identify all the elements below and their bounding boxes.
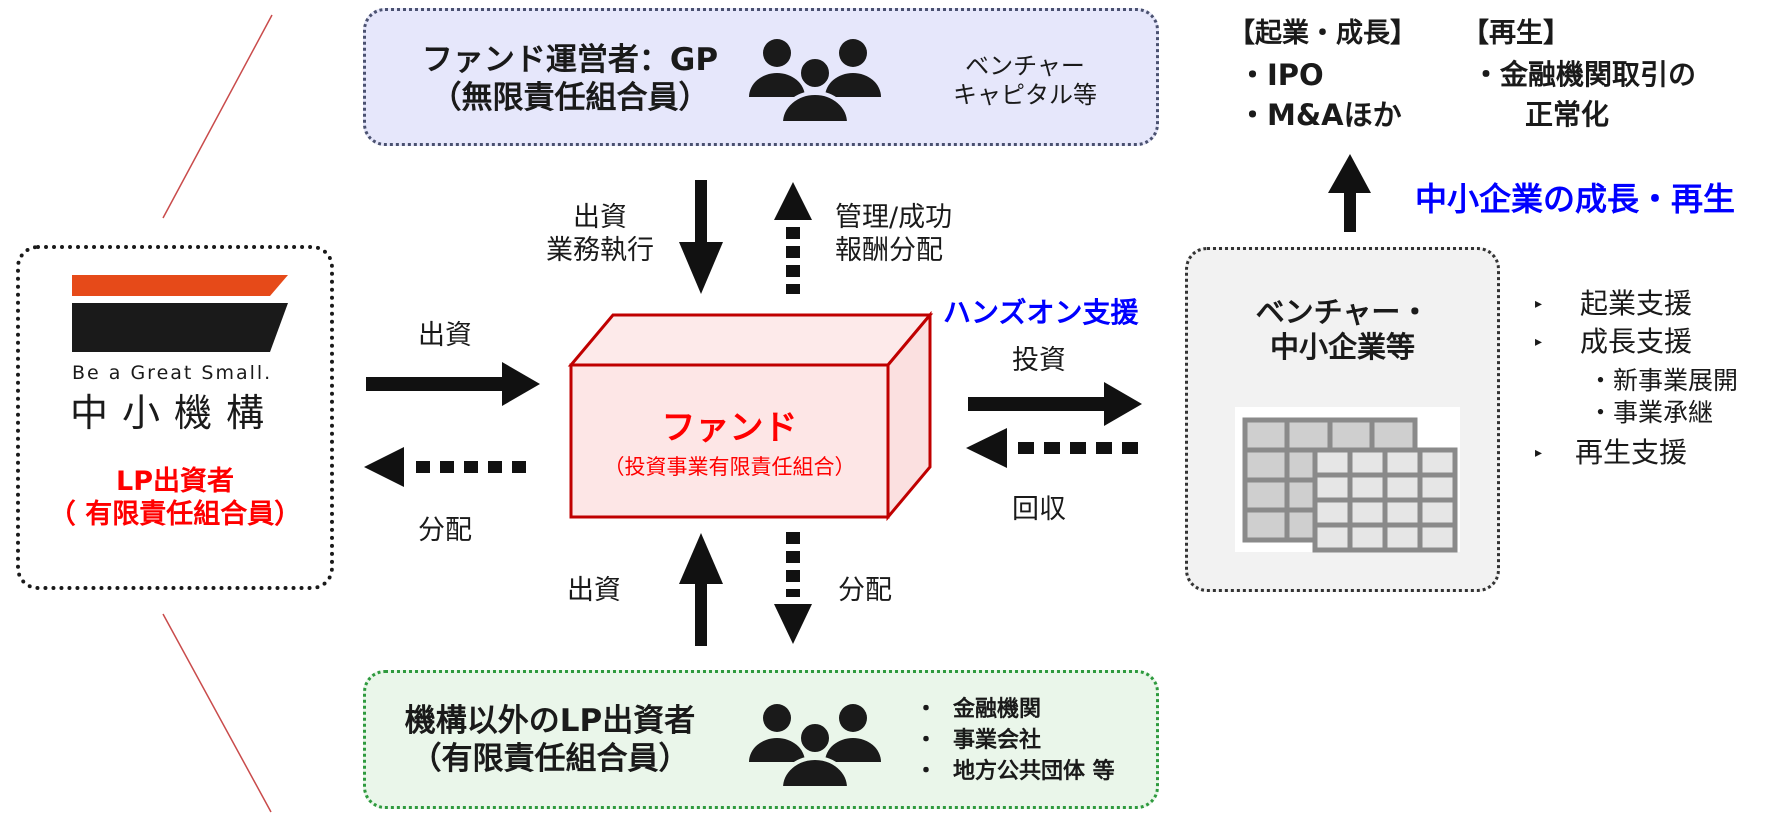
label-hands-on: ハンズオン支援 [943,296,1139,329]
lp-other-title-line2: （有限責任組合員） [410,740,690,777]
lp-other-title: 機構以外のLP出資者 （有限責任組合員） [380,703,720,779]
outcome-startup-header: 【起業・成長】 [1228,18,1417,49]
label-fund-to-lp: 分配 [838,575,892,606]
support-bullet: ▸ [1535,296,1543,312]
label-fund-to-venture: 投資 [1012,345,1066,376]
gp-title: ファンド運営者：GP （無限責任組合員） [400,42,740,118]
growth-label: 中小企業の成長・再生 [1415,180,1736,218]
venture-title: ベンチャー・ 中小企業等 [1185,295,1500,366]
gp-box [363,8,1159,146]
venture-title-line1: ベンチャー・ [1255,295,1430,329]
arrow-to-outcomes [1328,154,1371,232]
arrow-fund-to-lp [774,532,812,644]
gp-note-line2: キャピタル等 [953,81,1097,110]
smrj-box [16,245,334,590]
arrow-smrj-to-fund [366,362,540,406]
list-item: ・事業会社 [915,728,1042,753]
arrow-gp-to-fund [679,180,723,294]
outcome-revival-header: 【再生】 [1462,18,1570,49]
gp-title-line1: ファンド運営者：GP [421,42,719,78]
support-item-startup: 起業支援 [1580,287,1693,320]
smrj-role-line2: （ 有限責任組合員） [48,498,302,530]
list-item: ・金融機関 [915,697,1042,722]
label-fund-to-smrj: 分配 [418,515,472,546]
label-fund-to-gp: 管理/成功 報酬分配 [835,202,953,266]
fund-subtitle: （投資事業有限責任組合） [603,455,856,479]
label-smrj-to-fund: 出資 [418,320,472,351]
gp-note: ベンチャー キャピタル等 [930,52,1120,111]
label-venture-to-fund: 回収 [1012,494,1066,525]
gp-note-line1: ベンチャー [965,52,1085,80]
arrow-venture-to-fund [966,428,1138,468]
lp-other-title-line1: 機構以外のLP出資者 [404,703,696,739]
smrj-role: LP出資者 （ 有限責任組合員） [30,466,320,532]
label-gp-to-fund: 出資 業務執行 [546,202,654,266]
label-lp-to-fund: 出資 [567,575,621,606]
outcome-revival-line2: 正常化 [1525,98,1610,131]
people-group-icon [749,39,881,125]
support-sub-item: ・新事業展開 [1588,366,1739,395]
lp-other-list: ・金融機関 ・事業会社 ・地方公共団体 等 [915,694,1115,787]
venture-title-line2: 中小企業等 [1269,330,1415,365]
support-sub-item: ・事業承継 [1588,398,1714,427]
smrj-logo-name: 中小機構 [70,391,279,435]
outcome-startup-item: ・M&Aほか [1238,98,1402,132]
support-bullet: ▸ [1535,445,1543,461]
arrow-lp-to-fund [679,533,723,646]
people-group-icon [749,704,881,790]
smrj-logo-tagline: Be a Great Small. [72,362,273,384]
outcome-revival-line1: ・金融機関取引の [1472,58,1697,91]
list-item: ・地方公共団体 等 [915,759,1115,784]
support-bullet: ▸ [1535,334,1543,350]
gp-title-line2: （無限責任組合員） [430,79,710,116]
arrow-fund-to-gp [774,182,812,294]
smrj-role-line1: LP出資者 [116,466,234,497]
arrow-fund-to-smrj [364,447,526,487]
outcome-startup-item: ・IPO [1238,58,1324,92]
support-item-revival: 再生支援 [1575,436,1688,469]
lp-other-box [363,670,1159,809]
arrow-fund-to-venture [968,382,1142,426]
support-item-growth: 成長支援 [1580,325,1693,358]
fund-title: ファンド [661,408,798,448]
